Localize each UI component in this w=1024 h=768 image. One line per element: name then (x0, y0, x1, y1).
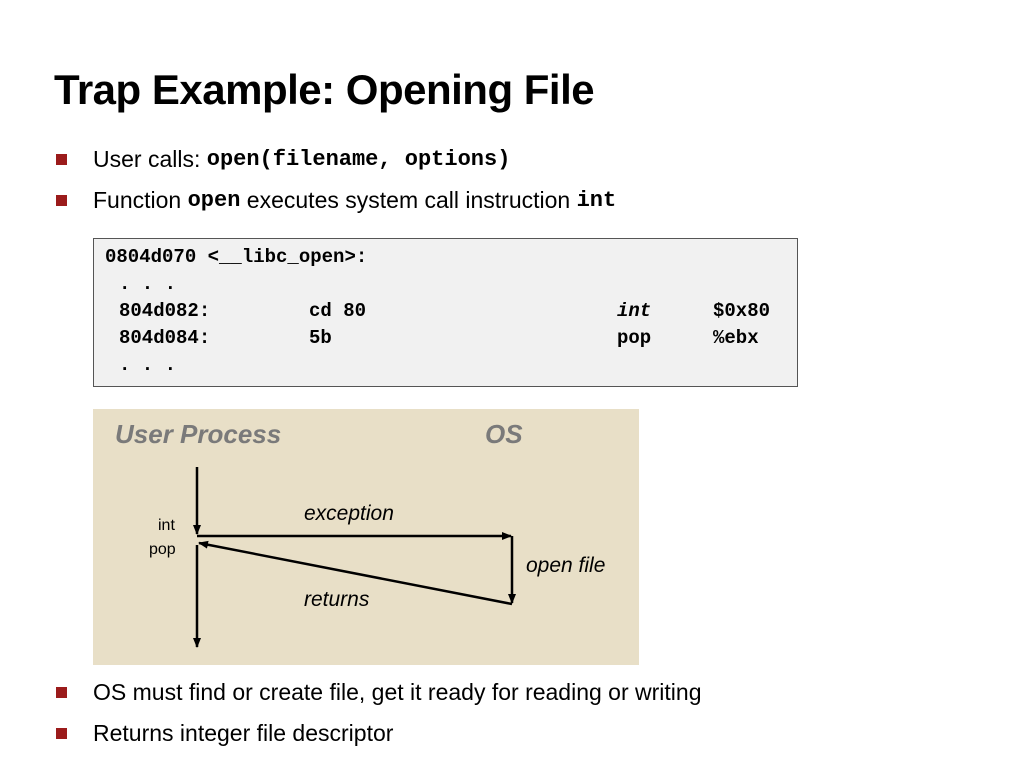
code-bytes: cd 80 (309, 300, 367, 322)
code-header: 0804d070 <__libc_open>: (105, 246, 368, 268)
bullet-text: Returns integer file descriptor (93, 719, 394, 746)
bullet-code: open(filename, options) (206, 146, 511, 172)
slide-title: Trap Example: Opening File (54, 66, 595, 113)
bullet-marker (56, 153, 67, 165)
bullet-returns-fd: Returns integer file descriptor (56, 716, 393, 750)
bullet-code: open (187, 187, 241, 213)
returns-label: returns (304, 588, 370, 611)
bullet-marker (56, 194, 67, 206)
bullet-text: executes system call instruction (240, 186, 577, 213)
code-bytes: 5b (309, 327, 332, 349)
code-ellipsis: . . . (119, 273, 177, 295)
int-label: int (158, 517, 175, 534)
code-addr: 804d084: (119, 327, 211, 349)
user-process-label: User Process (115, 419, 282, 449)
code-ellipsis: . . . (119, 354, 177, 376)
bullet-user-calls: User calls: open(filename, options) (56, 142, 510, 176)
trap-diagram: User Process OS int pop exception open f… (93, 409, 639, 665)
code-addr: 804d082: (119, 300, 211, 322)
code-arg: %ebx (713, 327, 759, 349)
bullet-function-open: Function open executes system call instr… (56, 183, 616, 217)
bullet-marker (56, 686, 67, 698)
bullet-text: User calls: (93, 145, 207, 172)
code-arg: $0x80 (713, 300, 771, 322)
bullet-text: OS must find or create file, get it read… (93, 678, 702, 705)
pop-label: pop (149, 541, 176, 558)
code-op: int (617, 300, 652, 322)
bullet-text: Function (93, 186, 188, 213)
disassembly-box: 0804d070 <__libc_open>: . . . 804d082: c… (93, 238, 798, 387)
returns-arrow (198, 540, 513, 606)
bullet-marker (56, 727, 67, 739)
code-op: pop (617, 327, 652, 349)
os-label: OS (485, 419, 523, 449)
control-flow-arrows (193, 467, 516, 648)
bullet-os-find-file: OS must find or create file, get it read… (56, 675, 702, 709)
exception-label: exception (304, 502, 394, 525)
bullet-code: int (576, 187, 617, 213)
open-file-label: open file (526, 554, 606, 577)
